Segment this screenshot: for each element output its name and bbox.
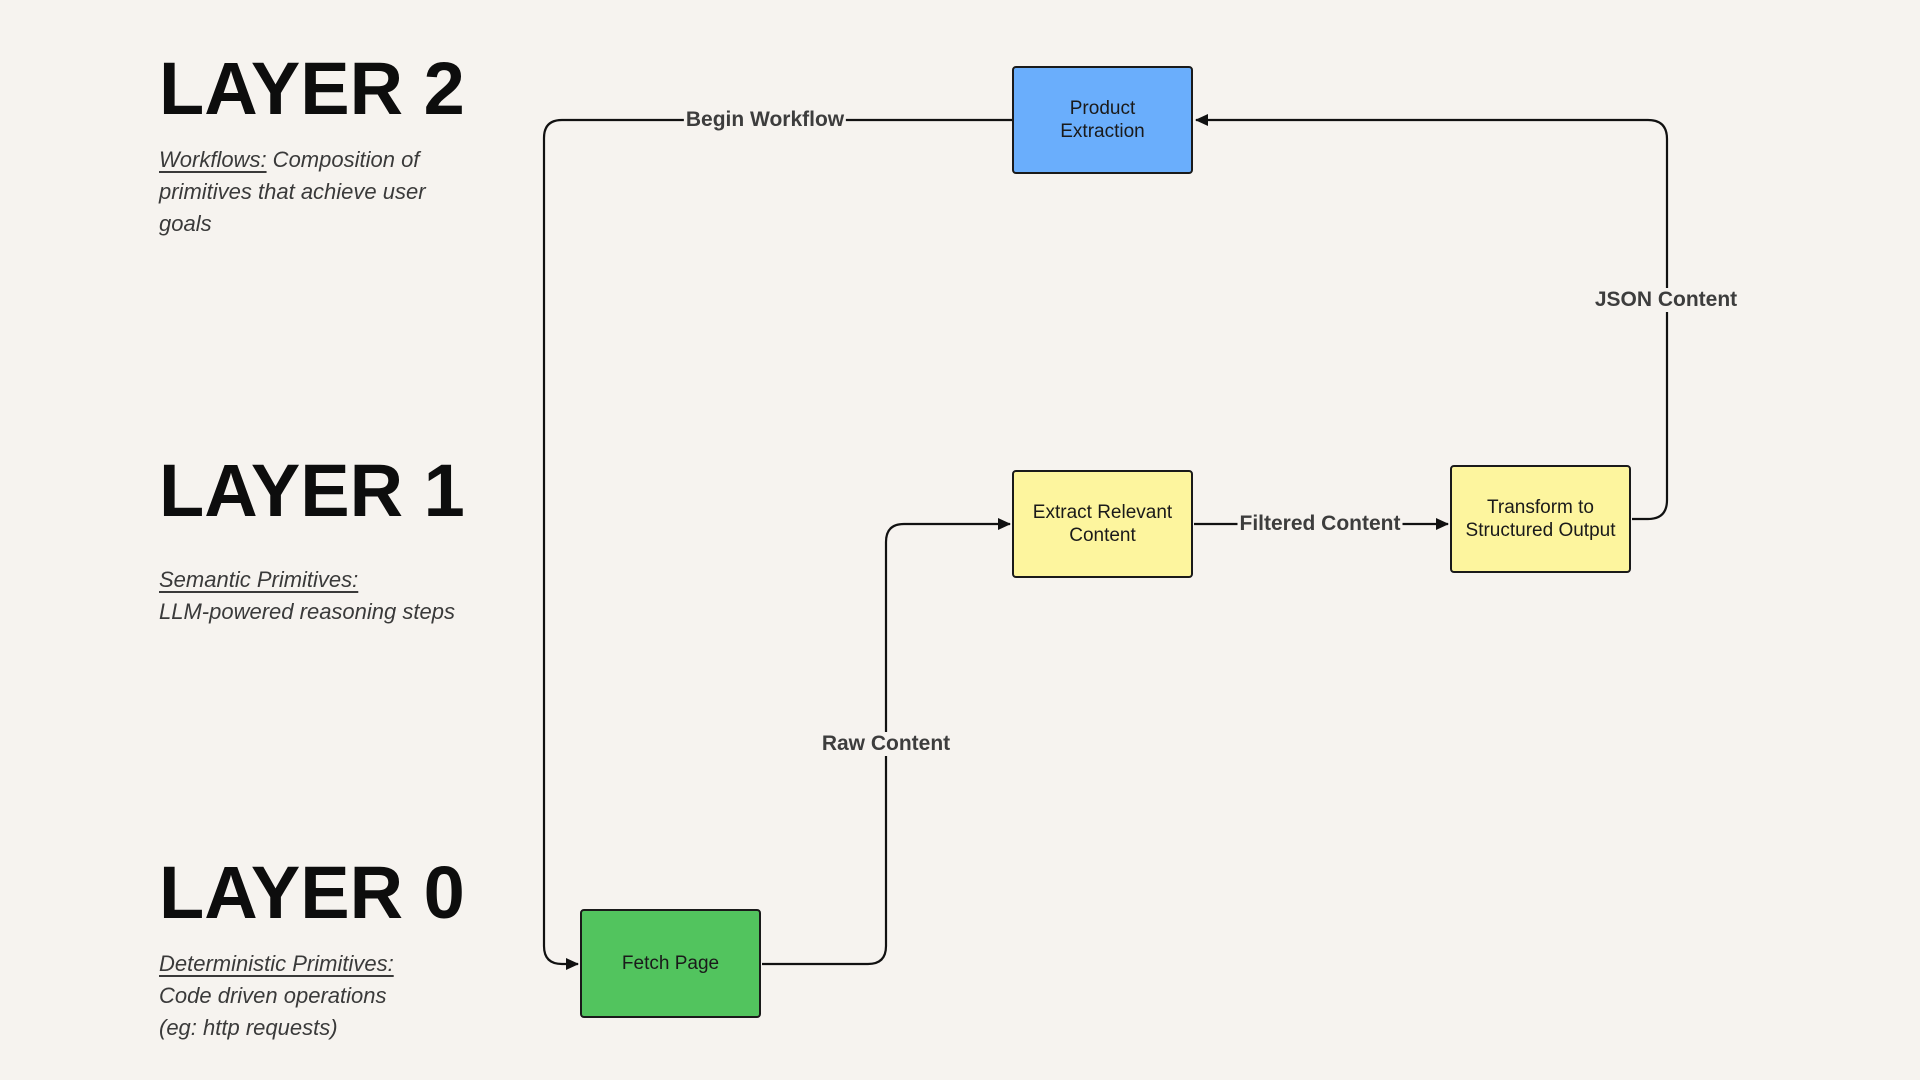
node-fetch-page[interactable]: Fetch Page <box>580 909 761 1018</box>
layer-1-text: LLM-powered reasoning steps <box>159 599 455 624</box>
node-extract-relevant-content[interactable]: Extract Relevant Content <box>1012 470 1193 578</box>
layer-1-section: LAYER 1 Semantic Primitives: LLM-powered… <box>159 454 465 628</box>
node-transform-line2: Structured Output <box>1465 520 1616 541</box>
layer-2-text: Composition of primitives that achieve u… <box>159 147 426 236</box>
layer-2-section: LAYER 2 Workflows: Composition of primit… <box>159 52 479 240</box>
layer-0-text-line2: (eg: http requests) <box>159 1015 338 1040</box>
layer-0-text-line1: Code driven operations <box>159 983 387 1008</box>
edge-label-raw-content: Raw Content <box>819 732 953 756</box>
node-transform-structured-output[interactable]: Transform to Structured Output <box>1450 465 1631 573</box>
edge-label-json-content: JSON Content <box>1592 288 1740 312</box>
node-transform-line1: Transform to <box>1487 497 1594 518</box>
layer-1-description: Semantic Primitives: LLM-powered reasoni… <box>159 564 465 628</box>
layer-1-term: Semantic Primitives: <box>159 567 359 592</box>
layer-1-title: LAYER 1 <box>159 449 465 532</box>
edge-begin-workflow <box>542 118 1012 970</box>
node-fetch-page-label: Fetch Page <box>621 953 720 974</box>
layer-0-section: LAYER 0 Deterministic Primitives: Code d… <box>159 856 465 1044</box>
node-product-extraction-line2: Extraction <box>1060 121 1145 142</box>
layer-0-title: LAYER 0 <box>159 851 465 934</box>
layer-2-description: Workflows: Composition of primitives tha… <box>159 144 479 240</box>
node-product-extraction[interactable]: Product Extraction <box>1012 66 1193 174</box>
node-product-extraction-line1: Product <box>1069 98 1136 119</box>
edge-label-begin-workflow: Begin Workflow <box>683 108 847 132</box>
layer-0-description: Deterministic Primitives: Code driven op… <box>159 948 465 1044</box>
layer-2-term: Workflows: <box>159 147 267 172</box>
node-extract-relevant-line1: Extract Relevant <box>1032 502 1173 523</box>
node-extract-relevant-line2: Content <box>1069 525 1136 546</box>
layer-0-term: Deterministic Primitives: <box>159 951 394 976</box>
edge-json-content <box>1195 114 1669 521</box>
layer-2-title: LAYER 2 <box>159 47 465 130</box>
edge-label-filtered-content: Filtered Content <box>1237 512 1403 536</box>
